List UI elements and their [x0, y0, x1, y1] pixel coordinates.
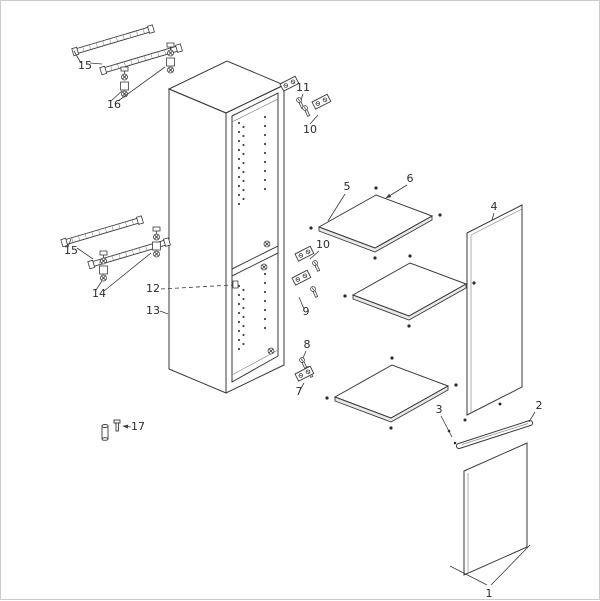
- shelf-pin: [232, 280, 239, 289]
- part-label-10-mid: 10: [316, 238, 330, 251]
- part-label-10-top: 10: [303, 123, 317, 136]
- mounted-hinge-hardware: [260, 75, 300, 355]
- feet-parts: [101, 419, 121, 441]
- door-upper: [466, 204, 523, 416]
- hardware-cluster-top: [295, 93, 332, 118]
- part-label-3: 3: [436, 403, 443, 416]
- part-label-15-mid: 15: [64, 244, 78, 257]
- part-label-6: 6: [407, 172, 414, 185]
- part-label-16: 16: [107, 98, 121, 111]
- hardware-cluster-bottom: [294, 356, 315, 382]
- shelf-bottom: [325, 356, 458, 430]
- handle-bar: [456, 420, 533, 449]
- part-label-2: 2: [536, 399, 543, 412]
- fixed-middle-shelf: [231, 245, 279, 277]
- part-label-14: 14: [92, 287, 106, 300]
- shelf-middle: [343, 254, 476, 328]
- part-label-12: 12: [146, 282, 160, 295]
- part-label-9: 9: [303, 305, 310, 318]
- shelf-top: [309, 186, 442, 260]
- hardware-cluster-middle: [291, 245, 322, 299]
- part-label-15-top: 15: [78, 59, 92, 72]
- part-label-17: 17: [131, 420, 145, 433]
- door-lower: [463, 442, 528, 576]
- part-label-1: 1: [486, 587, 493, 600]
- part-label-7: 7: [296, 385, 303, 398]
- part-label-11: 11: [296, 81, 310, 94]
- part-label-13: 13: [146, 304, 160, 317]
- part-label-5: 5: [344, 180, 351, 193]
- part-labels: 15 16 11 10 5 6 4 10 9 12 13 15 14 8 7 3…: [64, 59, 543, 600]
- cabinet-carcass: [167, 60, 300, 394]
- leader-lines: [67, 50, 536, 586]
- shelf-pin-holes: [237, 115, 267, 351]
- part-label-8: 8: [304, 338, 311, 351]
- part-label-4: 4: [491, 200, 498, 213]
